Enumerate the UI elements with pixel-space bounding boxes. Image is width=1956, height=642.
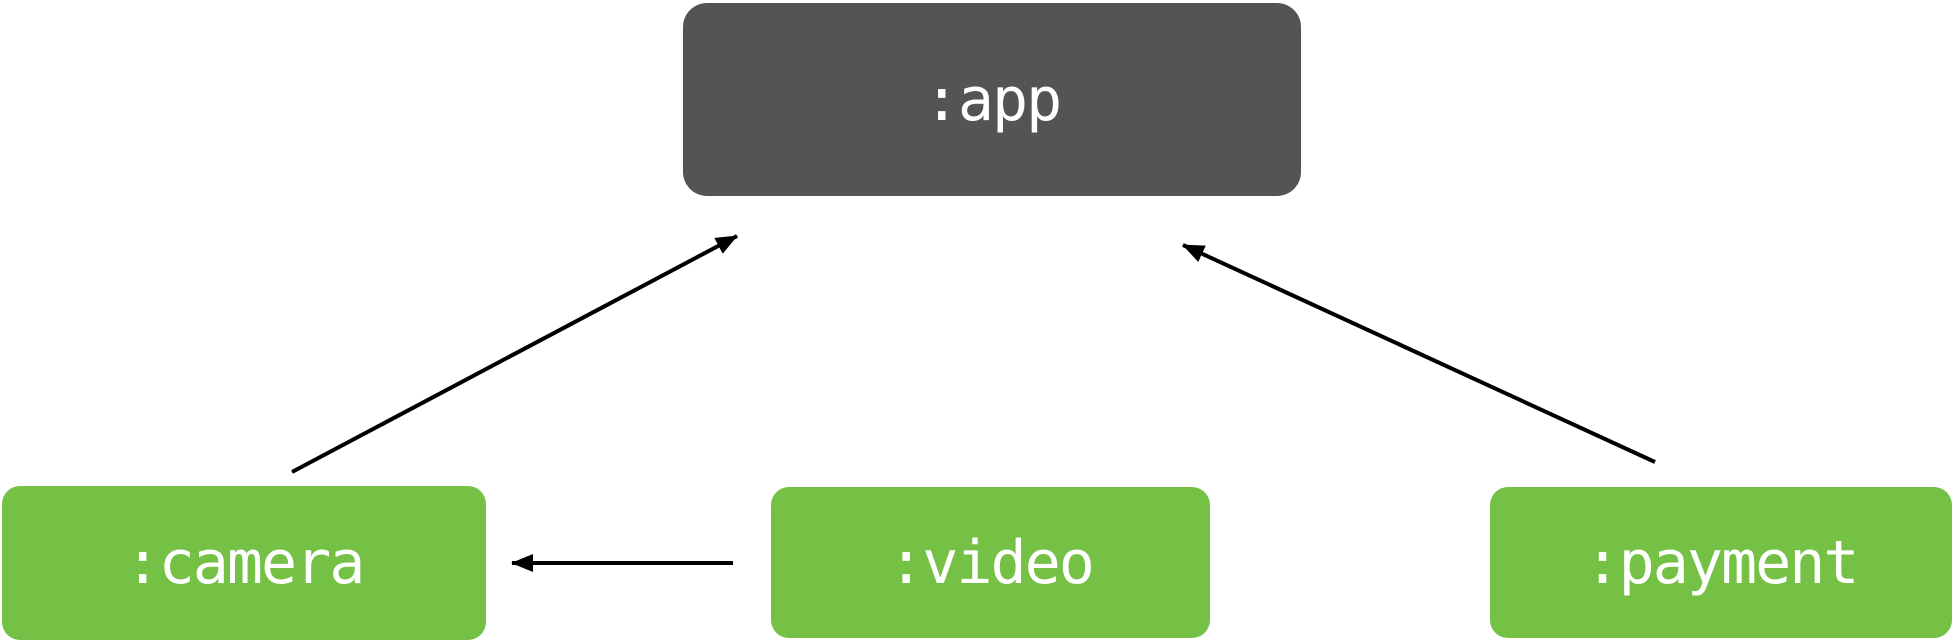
node-video-label: :video xyxy=(888,527,1095,598)
node-payment: :payment xyxy=(1490,487,1952,638)
node-camera-label: :camera xyxy=(124,528,366,598)
node-payment-label: :payment xyxy=(1584,527,1860,598)
edge-payment-to-app xyxy=(1182,243,1656,464)
node-video: :video xyxy=(771,487,1210,638)
node-camera: :camera xyxy=(2,486,486,640)
edge-camera-to-app xyxy=(291,234,738,474)
node-app-label: :app xyxy=(923,64,1062,135)
node-app: :app xyxy=(683,3,1301,196)
